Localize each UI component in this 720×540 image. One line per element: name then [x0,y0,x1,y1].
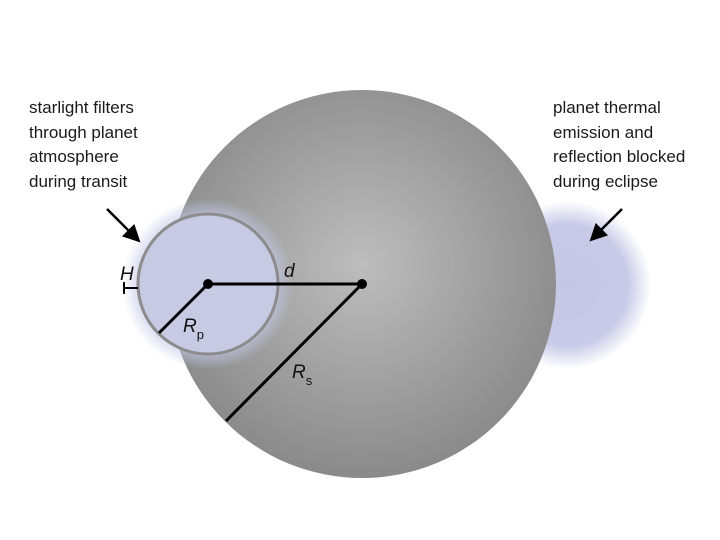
planet-radius-line [157,282,210,335]
label-star-radius: Rs [292,362,313,388]
transit-caption: starlight filters through planet atmosph… [29,96,199,194]
label-separation: d [284,261,296,282]
label-scale-height: H [120,264,134,285]
eclipse-caption-line: planet thermal [553,98,661,117]
label-star-radius-symbol: R [292,362,306,383]
transit-caption-line: starlight filters [29,98,134,117]
eclipse-arrow [589,208,623,242]
star-radius-line [224,282,364,423]
eclipse-caption-line: emission and [553,122,654,142]
label-planet-radius: Rp [183,316,204,342]
eclipse-caption-line: during eclipse [553,171,658,191]
transit-arrow [106,208,141,243]
transit-caption-line: atmosphere [29,147,119,166]
label-planet-radius-symbol: R [183,316,197,337]
eclipse-caption: planet thermal emission and reflection b… [553,96,718,194]
transit-caption-line: through planet [29,122,138,142]
eclipse-caption-line: reflection blocked [553,147,686,166]
label-star-radius-subscript: s [306,373,313,388]
transit-caption-line: during transit [29,171,128,191]
label-planet-radius-subscript: p [197,327,204,342]
